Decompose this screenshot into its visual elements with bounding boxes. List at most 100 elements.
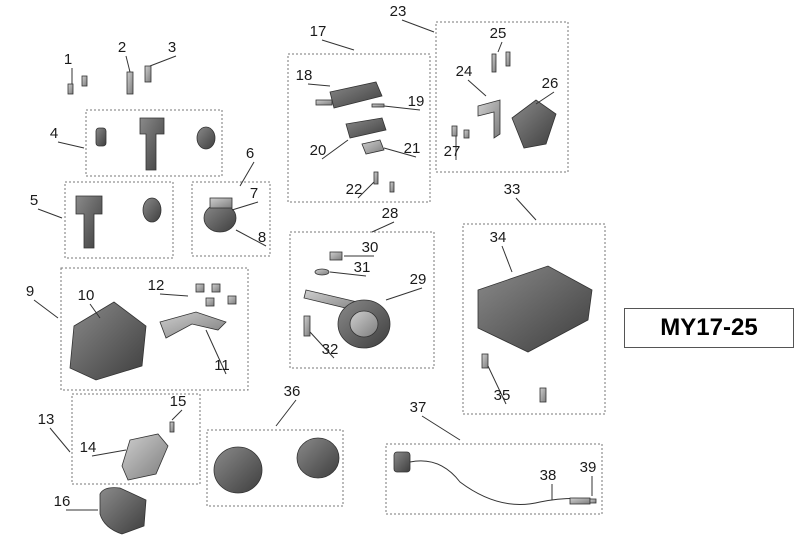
bracket-24 <box>477 99 501 139</box>
group-box-36 <box>206 429 344 507</box>
callout-26: 26 <box>535 75 558 105</box>
callout-16: 16 <box>54 493 98 511</box>
bolt-3 <box>144 65 152 83</box>
callout-number-3: 3 <box>168 39 176 56</box>
group-box-4 <box>85 109 223 177</box>
callout-34: 34 <box>490 229 513 273</box>
leader-line-20 <box>321 139 349 160</box>
leader-line-11 <box>205 329 227 375</box>
callout-number-28: 28 <box>382 205 399 222</box>
callout-number-37: 37 <box>410 399 427 416</box>
callout-number-20: 20 <box>310 142 327 159</box>
callout-number-9: 9 <box>26 283 34 300</box>
group-box-17 <box>287 53 431 203</box>
callout-number-21: 21 <box>404 140 421 157</box>
clip-19 <box>371 103 385 108</box>
callout-4: 4 <box>50 125 85 149</box>
group-box-9 <box>60 267 249 391</box>
callout-number-13: 13 <box>38 411 55 428</box>
switch-small-4 <box>95 127 107 147</box>
group-box-33 <box>462 223 606 415</box>
callout-number-35: 35 <box>494 387 511 404</box>
callout-number-25: 25 <box>490 25 507 42</box>
callout-number-27: 27 <box>444 143 461 160</box>
leader-line-22 <box>357 181 375 199</box>
callout-29: 29 <box>385 271 426 301</box>
plate-21 <box>361 139 385 155</box>
callout-33: 33 <box>504 181 537 221</box>
switch-cap-5 <box>142 197 162 223</box>
leader-line-3 <box>149 55 177 67</box>
leader-line-36 <box>275 399 297 427</box>
callout-10: 10 <box>78 287 101 319</box>
callout-number-36: 36 <box>284 383 301 400</box>
callout-7: 7 <box>231 185 259 211</box>
callout-number-6: 6 <box>246 145 254 162</box>
leader-line-15 <box>171 409 183 421</box>
callout-number-31: 31 <box>354 259 371 276</box>
callout-11: 11 <box>205 329 230 375</box>
callout-28: 28 <box>371 205 399 233</box>
callout-number-39: 39 <box>580 459 597 476</box>
callout-number-12: 12 <box>148 277 165 294</box>
leader-line-12 <box>159 293 189 297</box>
ecu-housing-10 <box>69 301 147 381</box>
leader-line-7 <box>231 201 259 211</box>
relay-bracket-6 <box>209 197 233 209</box>
callout-14: 14 <box>80 439 127 457</box>
bolt-35b <box>539 387 547 403</box>
callout-20: 20 <box>310 139 349 160</box>
callout-25: 25 <box>490 25 507 53</box>
connector-37 <box>393 451 411 473</box>
callout-number-10: 10 <box>78 287 95 304</box>
callout-18: 18 <box>296 67 331 87</box>
washer-31 <box>314 268 330 276</box>
screw-25b <box>505 51 511 67</box>
callout-number-22: 22 <box>346 181 363 198</box>
screw-25 <box>491 53 497 73</box>
leader-line-4 <box>57 141 85 149</box>
battery-tray-34 <box>477 265 593 353</box>
screw-1 <box>67 75 88 95</box>
model-year-label: MY17-25 <box>660 314 758 341</box>
bolt-35 <box>481 353 489 369</box>
sensor-18 <box>329 81 383 109</box>
leader-line-5 <box>37 208 63 219</box>
callout-6: 6 <box>239 145 255 187</box>
leader-line-37 <box>421 415 461 441</box>
callout-9: 9 <box>26 283 59 319</box>
callout-39: 39 <box>580 459 597 496</box>
switch-body-5 <box>75 195 103 249</box>
callout-number-19: 19 <box>408 93 425 110</box>
callout-number-4: 4 <box>50 125 58 142</box>
callout-23: 23 <box>390 3 435 33</box>
leader-line-2 <box>125 55 131 73</box>
leader-line-8 <box>235 229 267 247</box>
leader-line-17 <box>321 39 355 51</box>
group-boxes <box>60 21 606 515</box>
leader-line-29 <box>385 287 423 301</box>
callout-number-23: 23 <box>390 3 407 20</box>
leader-line-34 <box>501 245 513 273</box>
leader-line-14 <box>91 449 127 457</box>
group-box-28 <box>289 231 435 369</box>
switch-cap-4 <box>196 126 216 150</box>
callout-number-14: 14 <box>80 439 97 456</box>
callout-22: 22 <box>346 181 375 199</box>
leader-line-32 <box>309 331 335 359</box>
callout-number-8: 8 <box>258 229 266 246</box>
callout-number-17: 17 <box>310 23 327 40</box>
screw-22b <box>389 181 395 193</box>
module-26 <box>511 99 557 149</box>
leader-line-23 <box>401 19 435 33</box>
callout-24: 24 <box>456 63 487 97</box>
callout-32: 32 <box>309 331 338 359</box>
callout-2: 2 <box>118 39 131 73</box>
leader-line-18 <box>307 83 331 87</box>
callout-30: 30 <box>344 239 378 257</box>
terminal-38 <box>569 497 591 505</box>
leader-line-31 <box>329 271 367 277</box>
switch-body-4 <box>139 117 165 171</box>
